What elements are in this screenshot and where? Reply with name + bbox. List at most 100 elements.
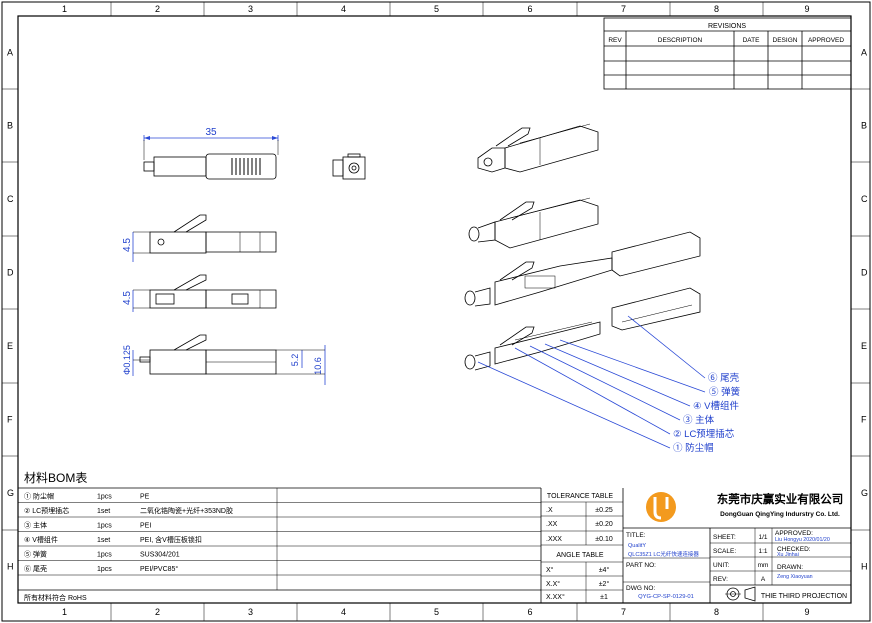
revisions-title: REVISIONS (708, 23, 746, 30)
zone-label-A-left: A (7, 48, 13, 58)
title-block: 东莞市庆赢实业有限公司 DongGuan QingYing Indurstry … (623, 492, 851, 603)
angle-xxx: X.XX° (546, 593, 565, 601)
iso-view-exploded (464, 287, 701, 371)
angle-xx: X.X° (546, 580, 560, 588)
bom-qty: 1set (97, 537, 110, 544)
view-side: 4.5 (122, 214, 277, 262)
rev-col-date: DATE (743, 37, 761, 44)
tol-x-value: ±0.25 (595, 507, 613, 514)
title-label: TITLE: (626, 532, 646, 539)
zone-label-8-top: 8 (714, 4, 719, 14)
view-end (332, 153, 366, 180)
callout-leaders (477, 315, 706, 449)
bom-material: SUS304/201 (140, 552, 180, 559)
angle-title: ANGLE TABLE (556, 552, 604, 559)
zone-label-C-left: C (7, 194, 14, 204)
dim-d1: 5.2 (290, 354, 300, 367)
zone-label-1-top: 1 (62, 4, 67, 14)
sheet-value: 1/1 (758, 534, 767, 541)
zone-label-4-top: 4 (341, 4, 346, 14)
zone-label-9-top: 9 (804, 4, 809, 14)
bom-qty: 1pcs (97, 494, 112, 501)
bom-qty: 1set (97, 508, 110, 515)
angle-xx-value: ±2° (599, 580, 610, 588)
bom-rows: ① 防尘帽 1pcs PE ② LC预埋插芯 1set 二氧化锆陶瓷+光纤+353ND胶 ③… (18, 492, 541, 576)
zone-label-6-top: 6 (527, 4, 532, 14)
unit-label: UNIT: (713, 562, 729, 569)
zone-label-D-right: D (861, 268, 868, 278)
rev-col-design: DESIGN (773, 37, 798, 44)
zone-label-6-bottom: 6 (527, 607, 532, 617)
zone-label-2-bottom: 2 (155, 607, 160, 617)
dim-dia: Φ0.125 (122, 345, 132, 375)
bom-material: PE (140, 494, 150, 501)
view-top: 35 (143, 127, 279, 180)
zone-label-8-bottom: 8 (714, 607, 719, 617)
bom-qty: 1pcs (97, 523, 112, 530)
zone-label-2-top: 2 (155, 4, 160, 14)
rev-label: REV: (713, 576, 728, 583)
bom-name: ② LC预埋插芯 (24, 506, 69, 515)
callout-4: ④ V槽组件 (693, 400, 739, 412)
bom-title: 材料BOM表 (24, 471, 87, 485)
tol-xxx-value: ±0.10 (595, 536, 613, 543)
zone-label-D-left: D (7, 268, 14, 278)
zone-label-1-bottom: 1 (62, 607, 67, 617)
company-name-en: DongGuan QingYing Indurstry Co. Ltd. (720, 511, 840, 518)
bom-row: ② LC预埋插芯 1set 二氧化锆陶瓷+光纤+353ND胶 (24, 506, 233, 515)
bom-material: 二氧化锆陶瓷+光纤+353ND胶 (140, 506, 233, 515)
bom-qty: 1pcs (97, 566, 112, 573)
zone-label-9-bottom: 9 (804, 607, 809, 617)
bom-row: ① 防尘帽 1pcs PE (24, 492, 150, 501)
scale-label: SCALE: (713, 548, 736, 555)
callout-1: ① 防尘帽 (673, 442, 714, 454)
company-logo (646, 492, 676, 522)
revisions-table: REVISIONS REV DESCRIPTION DATE DESIGN AP… (603, 17, 852, 90)
tolerance-table: TOLERANCE TABLE .X ±0.25 .XX ±0.20 .XXX … (541, 488, 624, 603)
dim-length-35: 35 (205, 127, 217, 138)
approved-value: Liu Hongyu 2020/01/20 (775, 537, 830, 543)
zone-label-H-left: H (7, 562, 14, 572)
zone-label-F-left: F (7, 415, 13, 425)
unit-value: mm (758, 562, 769, 569)
rev-col-approved: APPROVED (808, 37, 844, 44)
callout-6: ⑥ 尾壳 (708, 372, 740, 384)
angle-x-value: ±4° (599, 566, 610, 574)
bom-name: ① 防尘帽 (24, 492, 54, 501)
rev-value: A (761, 576, 766, 583)
projection-icon (725, 586, 756, 602)
zone-label-B-right: B (861, 121, 867, 131)
zone-label-F-right: F (861, 415, 867, 425)
bom-footer: 所有材料符合 RoHS (24, 593, 87, 602)
company-name-cn: 东莞市庆赢实业有限公司 (717, 492, 844, 506)
zone-label-G-left: G (7, 488, 14, 498)
drawn-label: DRAWN: (777, 564, 803, 571)
dim-d2: 10.6 (313, 357, 323, 375)
zone-label-G-right: G (861, 488, 868, 498)
tolerance-title: TOLERANCE TABLE (547, 493, 613, 500)
tol-xx: .XX (546, 521, 558, 528)
angle-x: X° (546, 566, 554, 574)
projection-label: THIE THIRD PROJECTION (761, 593, 847, 600)
bom-row: ⑥ 尾壳 1pcs PEI/PVC85° (24, 564, 178, 573)
angle-xxx-value: ±1 (600, 594, 608, 601)
rev-col-description: DESCRIPTION (658, 37, 703, 44)
zone-label-C-right: C (861, 194, 868, 204)
drawn-value: Zeng Xiaoyuan (777, 574, 813, 580)
zone-label-7-bottom: 7 (621, 607, 626, 617)
bom-material: PEI/PVC85° (140, 565, 178, 573)
bom-qty: 1pcs (97, 552, 112, 559)
title-sub: QualitY (628, 543, 646, 549)
dwg-value: QYG-CP-SP-0129-01 (638, 594, 694, 600)
view-section: Φ0.125 5.2 10.6 (122, 334, 326, 385)
checked-value: Xu Jinhai (777, 552, 799, 558)
grip-ribs (231, 158, 261, 175)
callout-5: ⑤ 弹簧 (709, 386, 741, 398)
bom-name: ⑥ 尾壳 (24, 564, 47, 573)
zone-label-H-right: H (861, 562, 868, 572)
